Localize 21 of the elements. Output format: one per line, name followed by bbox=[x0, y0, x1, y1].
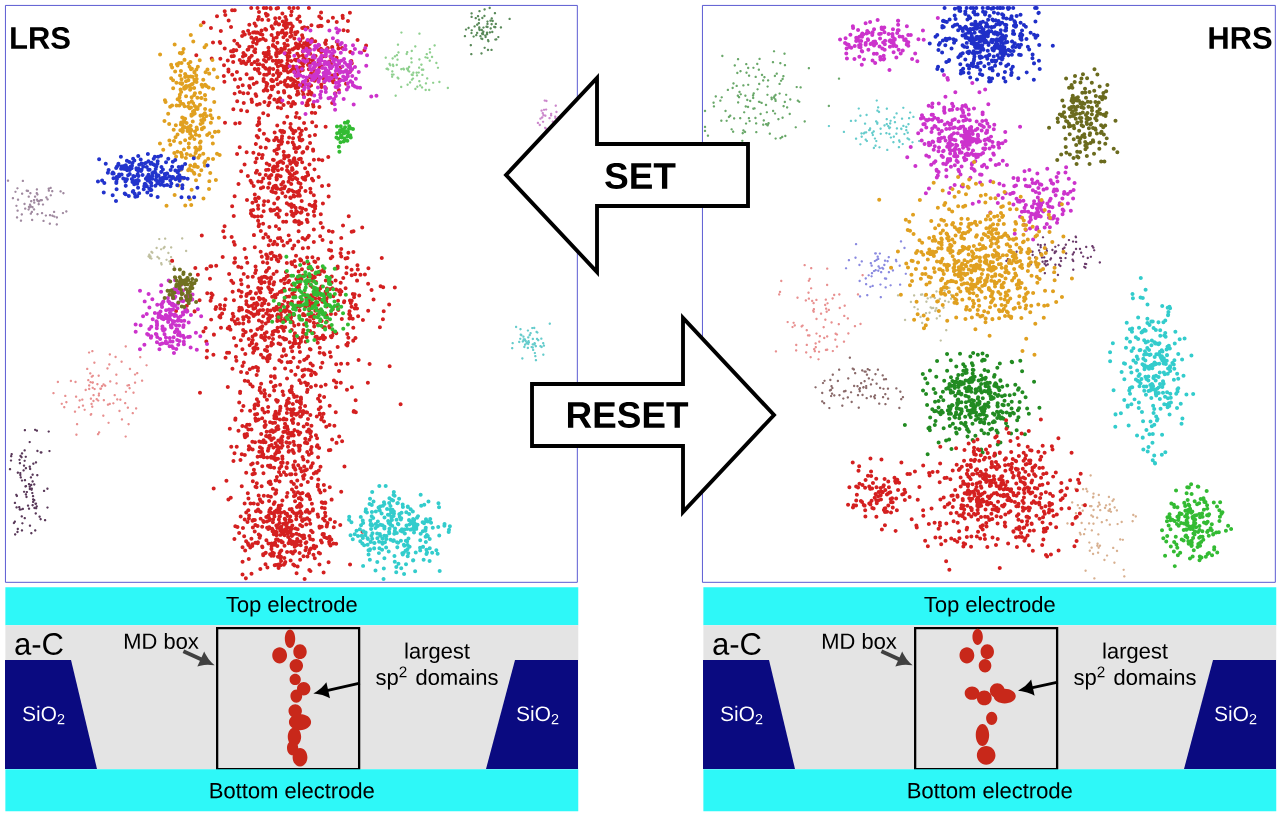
electrode-layer: Top electrode bbox=[5, 587, 579, 626]
state-label: LRS bbox=[11, 27, 70, 49]
edge-label: SET bbox=[605, 162, 676, 190]
callout-text: MD box bbox=[124, 632, 199, 650]
block-arrow bbox=[503, 73, 750, 277]
md-box-frame bbox=[216, 627, 361, 771]
oxide-block: SiO$_{2}$ bbox=[703, 660, 795, 769]
electrode-layer: Bottom electrode bbox=[703, 769, 1277, 812]
domain-blobs-drawing bbox=[272, 629, 312, 767]
block-arrow bbox=[530, 313, 777, 517]
leader-arrow bbox=[880, 649, 911, 666]
electrode-layer: Bottom electrode bbox=[5, 769, 579, 812]
leader-arrow bbox=[1020, 680, 1059, 695]
callout-text: MD box bbox=[822, 632, 897, 650]
domain-blobs-drawing bbox=[959, 628, 1016, 765]
leader-arrow bbox=[182, 649, 213, 666]
edge-label: RESET bbox=[568, 401, 689, 429]
state-label: HRS bbox=[1209, 27, 1272, 49]
md-box-frame bbox=[914, 627, 1059, 771]
electrode-layer: Top electrode bbox=[703, 587, 1277, 626]
oxide-block: SiO$_{2}$ bbox=[5, 660, 97, 769]
